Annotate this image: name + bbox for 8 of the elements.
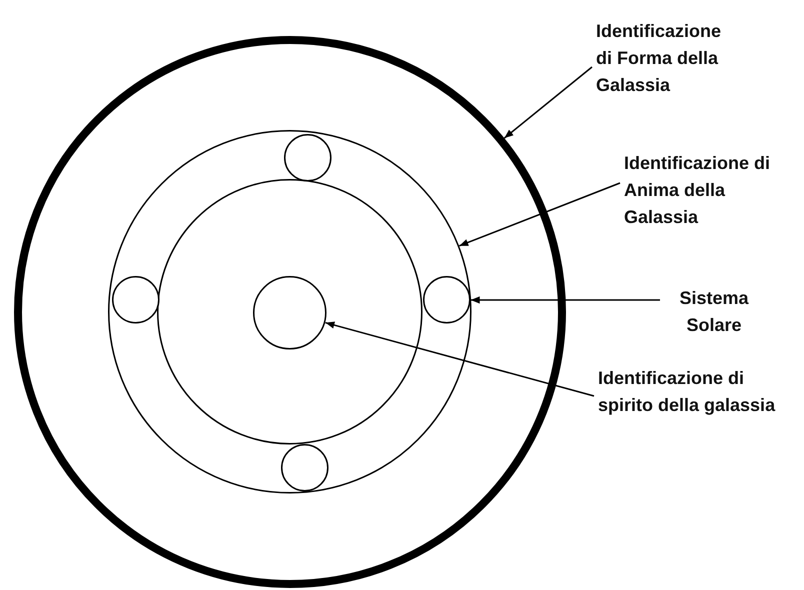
leader-arrow	[470, 296, 660, 304]
callout-label: Identificazione di Anima della Galassia	[624, 152, 772, 229]
leader-arrow	[504, 66, 592, 139]
callout-label: Identificazione di Forma della Galassia	[596, 20, 722, 97]
leader-arrow	[459, 182, 620, 247]
callout-label: Identificazione di spirito della galassia	[598, 367, 776, 417]
leader-arrow	[325, 322, 594, 397]
callout-label: Sistema Solare	[678, 287, 750, 337]
